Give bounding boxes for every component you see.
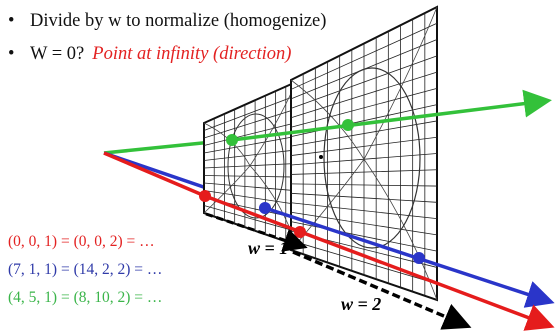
plane-w1-sheet [203, 80, 297, 247]
blue-point-w2 [413, 252, 425, 264]
grid-line [203, 135, 297, 154]
rays-front [204, 89, 555, 331]
grid-line [290, 169, 438, 175]
bullet-text: W = 0? [30, 44, 85, 64]
equation-green: (4, 5, 1) = (8, 10, 2) = … [8, 289, 163, 306]
grid-line [203, 205, 297, 232]
red-point-w1 [199, 190, 211, 202]
grid-line [203, 122, 297, 146]
plane-w2 [290, 5, 438, 302]
green-ray [231, 89, 552, 142]
plane-w2-circle [323, 67, 421, 249]
blue-point-w1 [259, 202, 271, 214]
plane-w1 [203, 80, 297, 247]
equation-blue: (7, 1, 1) = (14, 2, 2) = … [8, 261, 163, 278]
bullet-text: Divide by w to normalize (homogenize) [30, 11, 327, 31]
grid-curve [203, 165, 251, 214]
grid-line [290, 71, 438, 119]
grid-line [290, 22, 438, 90]
red-ray [204, 194, 555, 331]
grid-line [203, 190, 297, 205]
bullet-infinity: • W = 0? Point at infinity (direction) [8, 38, 326, 71]
blue-ray [264, 206, 555, 308]
plane-w2-center-dot [319, 155, 323, 159]
bullet-list: • Divide by w to normalize (homogenize) •… [8, 5, 326, 71]
grid-line [203, 175, 297, 178]
red-ray-segment [103, 151, 206, 198]
grid-line [290, 202, 438, 220]
green-point-w1 [226, 134, 238, 146]
grid-curve [290, 79, 365, 160]
grid-line [290, 55, 438, 109]
w-axis-arrows [205, 212, 472, 330]
label-w2: w = 2 [341, 294, 382, 314]
plane-w1-circle [227, 113, 285, 219]
grid-line [290, 192, 438, 203]
bullet-divide: • Divide by w to normalize (homogenize) [8, 5, 326, 38]
grid-line [203, 95, 297, 131]
w1-axis-arrow [205, 212, 308, 252]
equation-red: (0, 0, 1) = (0, 0, 2) = … [8, 233, 155, 250]
bullet-dot: • [8, 11, 15, 31]
grid-line [290, 211, 438, 236]
grid-line [290, 221, 438, 252]
green-point-w2 [342, 119, 354, 131]
grid-line [290, 183, 438, 187]
grid-curve [363, 6, 438, 160]
infinity-emphasis: Point at infinity (direction) [92, 44, 292, 64]
grid-line [290, 240, 438, 285]
label-w1: w = 1 [248, 238, 289, 258]
bullet-dot: • [8, 44, 15, 64]
grid-line [290, 120, 438, 147]
grid-line [290, 88, 438, 128]
grid-line [203, 149, 297, 161]
grid-line [290, 136, 438, 156]
w2-axis-arrow [292, 250, 472, 330]
red-point-w2 [294, 226, 306, 238]
